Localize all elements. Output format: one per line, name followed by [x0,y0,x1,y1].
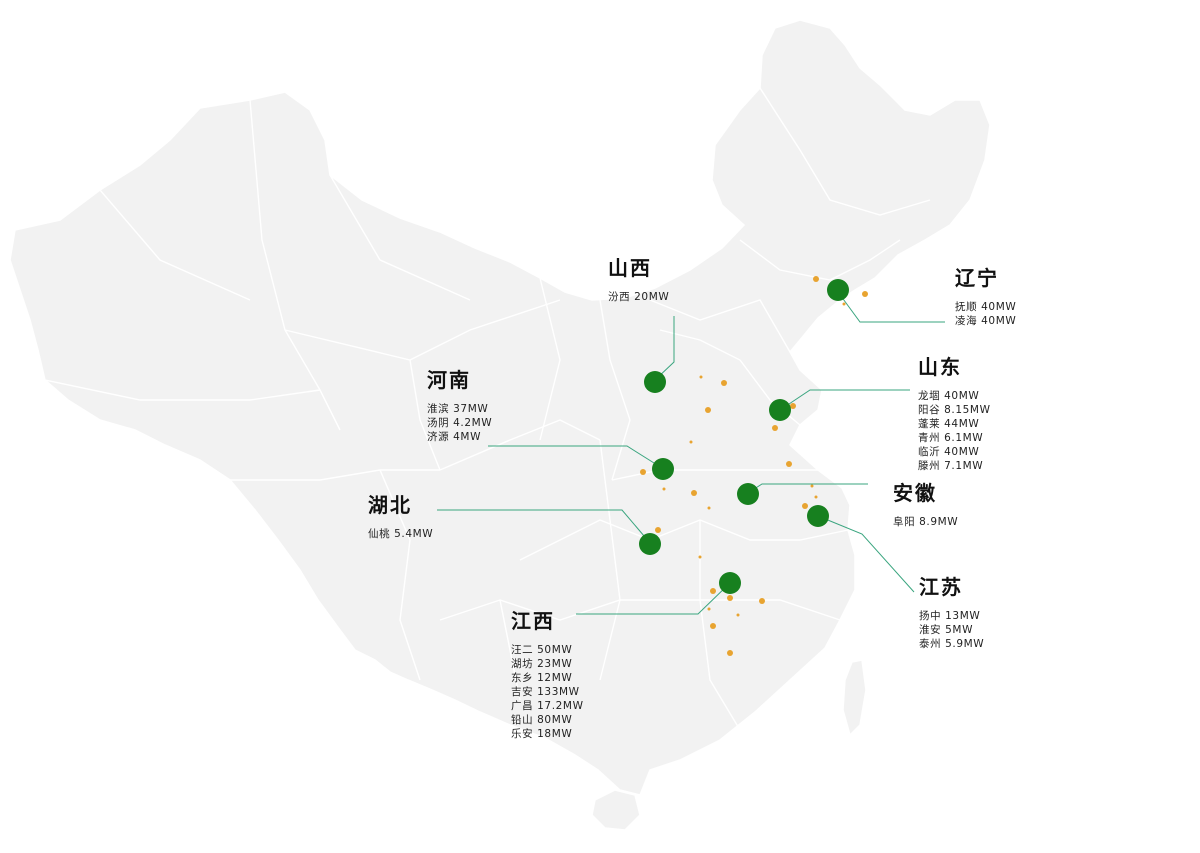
taiwan-island [842,659,867,737]
minor-dot [710,623,716,629]
province-name: 山西 [608,256,652,280]
leader-line-liaoning [837,291,945,323]
minor-dot [727,650,733,656]
marker-hubei[interactable] [639,533,661,555]
marker-jiangxi[interactable] [719,572,741,594]
capacity-item: 广昌 17.2MW [511,700,584,712]
province-borders [44,87,931,731]
province-name: 湖北 [368,493,412,517]
capacity-item: 扬中 13MW [919,610,981,622]
minor-dot [862,291,868,297]
leader-line-jiangsu [817,515,915,593]
capacity-item: 阜阳 8.9MW [893,516,959,528]
province-name: 河南 [427,368,471,392]
capacity-item: 仙桃 5.4MW [368,528,434,540]
capacity-item: 乐安 18MW [511,728,573,740]
label-henan: 河南 淮滨 37MW 汤阴 4.2MW 济源 4MW [427,368,492,444]
leader-line-hubei [437,509,651,544]
marker-anhui[interactable] [737,483,759,505]
capacity-item: 抚顺 40MW [955,301,1017,313]
capacity-item: 临沂 40MW [918,446,980,458]
minor-dot [710,588,716,594]
minor-dot [810,484,814,488]
label-anhui: 安徽 阜阳 8.9MW [893,481,958,529]
capacity-item: 铅山 80MW [511,714,573,726]
minor-dot [689,440,693,444]
marker-liaoning[interactable] [827,279,849,301]
capacity-item: 汾西 20MW [608,291,670,303]
capacity-item: 青州 6.1MW [918,432,984,444]
minor-dot [814,495,818,499]
minor-dot [727,595,733,601]
capacity-list: 龙堌 40MW 阳谷 8.15MW 蓬莱 44MW 青州 6.1MW 临沂 40… [918,389,991,473]
province-name: 安徽 [893,481,937,505]
label-shanxi: 山西 汾西 20MW [608,256,669,304]
province-name: 山东 [918,355,962,379]
capacity-list: 仙桃 5.4MW [368,527,433,541]
capacity-item: 龙堌 40MW [918,390,980,402]
capacity-item: 泰州 5.9MW [919,638,985,650]
capacity-list: 扬中 13MW 淮安 5MW 泰州 5.9MW [919,609,984,651]
minor-dot [707,506,711,510]
minor-dot [813,276,819,282]
capacity-list: 汾西 20MW [608,290,669,304]
capacity-list: 汪二 50MW 湖坊 23MW 东乡 12MW 吉安 133MW 广昌 17.2… [511,643,584,741]
capacity-item: 济源 4MW [427,431,482,443]
capacity-item: 吉安 133MW [511,686,580,698]
minor-dot [707,607,711,611]
minor-dot [772,425,778,431]
minor-dot [786,461,792,467]
minor-dot [721,380,727,386]
china-landmass [9,19,991,796]
minor-dot [662,487,666,491]
capacity-item: 汪二 50MW [511,644,573,656]
minor-dot [698,555,702,559]
capacity-item: 东乡 12MW [511,672,573,684]
label-hubei: 湖北 仙桃 5.4MW [368,493,433,541]
capacity-item: 淮滨 37MW [427,403,489,415]
label-shandong: 山东 龙堌 40MW 阳谷 8.15MW 蓬莱 44MW 青州 6.1MW 临沂… [918,355,991,473]
capacity-list: 抚顺 40MW 凌海 40MW [955,300,1016,328]
capacity-item: 蓬莱 44MW [918,418,980,430]
minor-markers [640,276,868,656]
capacity-list: 阜阳 8.9MW [893,515,958,529]
capacity-item: 凌海 40MW [955,315,1017,327]
capacity-item: 阳谷 8.15MW [918,404,991,416]
minor-dot [842,302,846,306]
minor-dot [705,407,711,413]
marker-shanxi[interactable] [644,371,666,393]
label-liaoning: 辽宁 抚顺 40MW 凌海 40MW [955,266,1016,328]
main-markers [639,279,849,594]
province-name: 江西 [511,609,555,633]
label-jiangxi: 江西 汪二 50MW 湖坊 23MW 东乡 12MW 吉安 133MW 广昌 1… [511,609,584,741]
capacity-list: 淮滨 37MW 汤阴 4.2MW 济源 4MW [427,402,492,444]
minor-dot [736,613,740,617]
hainan-island [591,789,641,831]
marker-henan[interactable] [652,458,674,480]
marker-shandong[interactable] [769,399,791,421]
leader-line-jiangxi [576,582,731,615]
leader-line-shandong [779,389,910,411]
minor-dot [691,490,697,496]
capacity-item: 湖坊 23MW [511,658,573,670]
minor-dot [790,403,796,409]
marker-jiangsu[interactable] [807,505,829,527]
label-jiangsu: 江苏 扬中 13MW 淮安 5MW 泰州 5.9MW [919,575,984,651]
leader-line-henan [488,445,663,469]
capacity-item: 汤阴 4.2MW [427,417,493,429]
minor-dot [655,527,661,533]
minor-dot [802,503,808,509]
minor-dot [640,469,646,475]
capacity-item: 滕州 7.1MW [918,460,984,472]
minor-dot [759,598,765,604]
province-name: 江苏 [919,575,963,599]
capacity-item: 淮安 5MW [919,624,974,636]
province-name: 辽宁 [955,266,999,290]
minor-dot [699,375,703,379]
